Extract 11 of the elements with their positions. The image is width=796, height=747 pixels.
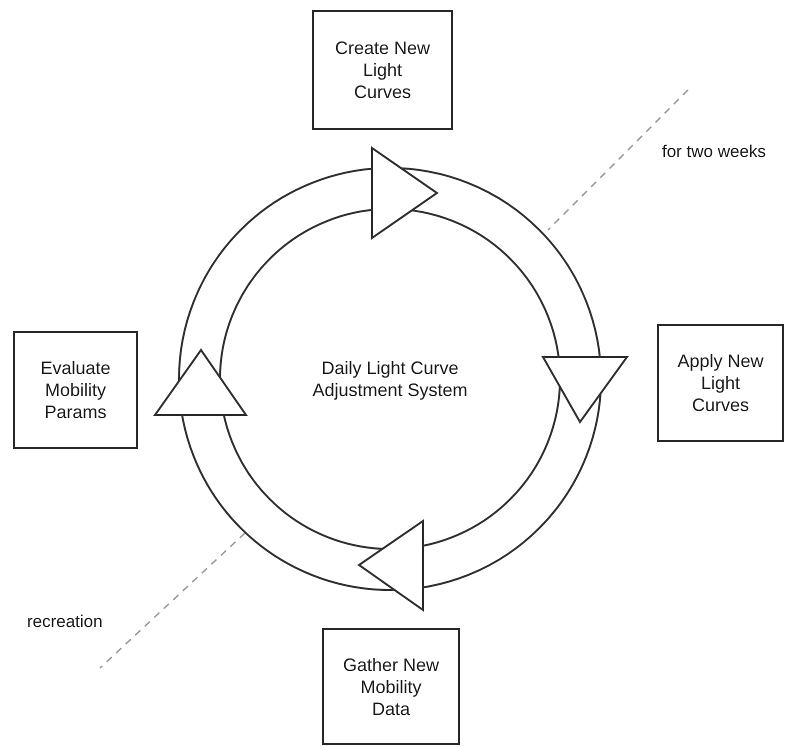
process-box bbox=[322, 628, 460, 745]
process-box bbox=[312, 10, 453, 130]
process-box bbox=[13, 331, 138, 449]
note-label: recreation bbox=[27, 612, 103, 632]
process-box bbox=[657, 324, 784, 442]
box-label: Gather New Mobility Data bbox=[342, 654, 440, 720]
box-label: Evaluate Mobility Params bbox=[39, 357, 112, 423]
box-label: Create New Light Curves bbox=[334, 37, 432, 103]
note-label: for two weeks bbox=[662, 142, 766, 162]
center-label: Daily Light Curve Adjustment System bbox=[311, 357, 469, 401]
box-label: Apply New Light Curves bbox=[676, 350, 765, 416]
